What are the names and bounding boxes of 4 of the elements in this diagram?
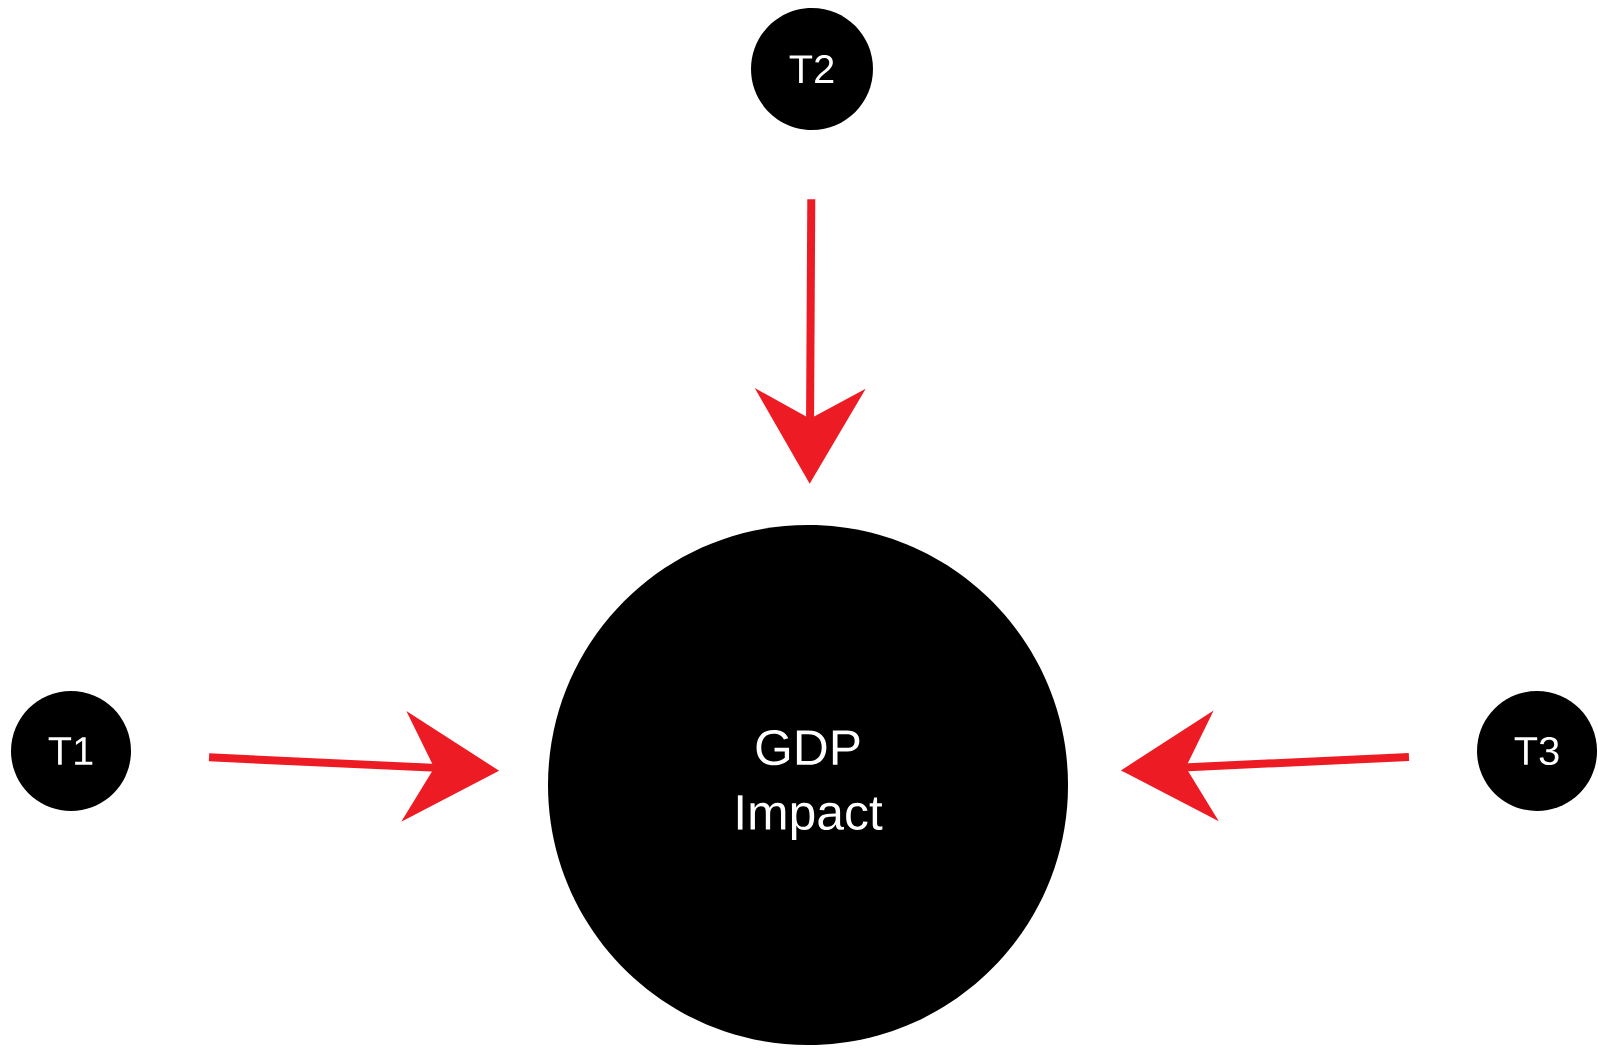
circle-node: T1 (11, 691, 131, 811)
circle-node: T3 (1477, 691, 1597, 811)
circle-node: T2 (751, 8, 873, 130)
circle-node: GDP Impact (548, 525, 1068, 1045)
